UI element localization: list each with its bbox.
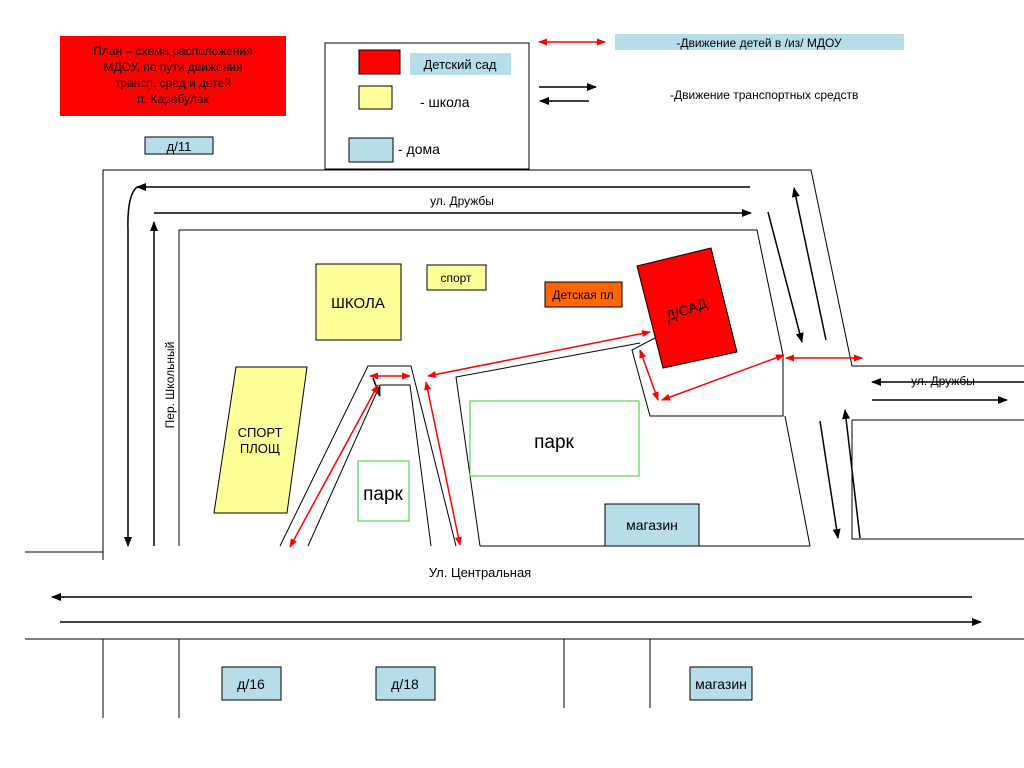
vehicle-movement-arrows [51,183,1024,626]
legend-vehicle-label: -Движение транспортных средств [670,88,858,102]
legend-kindergarten-label: Детский сад [423,57,496,72]
children-arrow-5 [639,349,659,401]
shop-1 [604,503,700,547]
park-large-label: парк [534,432,574,453]
street-outlines [25,169,1024,718]
house-d11-label: д/11 [167,139,192,154]
legend-children-label: -Движение детей в /из/ МДОУ [676,36,842,50]
children-arrow-2 [289,384,379,548]
kindergarten-building [636,247,738,369]
children-playground-label: Детская пл [552,288,613,302]
park-small-label: парк [363,484,403,505]
house-d16 [221,666,282,701]
sport-label: спорт [440,271,472,285]
vehicle-arrow-druzhby-north-1 [791,187,827,341]
school-label: ШКОЛА [331,295,385,312]
children-arrow-4 [427,330,651,378]
street-shkolny-label: Пер. Школьный [163,342,177,429]
vehicle-arrow-druzhby-north-2 [842,409,861,539]
children-movement-arrows [289,330,863,548]
street-druzhby-right-label: ул. Дружбы [911,374,975,388]
legend-children-label-box [615,34,904,50]
legend-kindergarten-label-box [410,53,511,75]
sport-building [426,264,487,291]
children-arrow-3 [424,381,462,546]
shop-2 [689,666,753,701]
shop-1-label: магазин [626,517,678,533]
sport-field-label-line-2: ПЛОЩ [240,441,280,456]
legend-kindergarten-swatch [358,49,401,75]
street-tsentralnaya-label: Ул. Центральная [429,565,531,580]
sport-field-label-line-1: СПОРТ [238,425,283,440]
house-d16-label: д/16 [237,676,265,692]
house-d18-label: д/18 [391,676,419,692]
title-line-1: План – схема расположения [93,44,253,58]
title-line-3: трансп. сред и детей [115,76,231,90]
children-arrow-6 [661,354,785,401]
title-line-2: МДОУ, по пути движения [103,60,242,74]
title-line-4: п. Карабулак [137,92,209,106]
house-d11 [144,136,214,155]
legend: Детский сад - школа - дома [324,42,530,170]
shop-2-label: магазин [695,676,747,692]
vehicle-arrow-shkolny-south [124,186,138,547]
house-d18 [375,666,436,701]
legend-school-label: - школа [420,94,470,110]
children-playground [544,281,623,308]
street-druzhby-top-label: ул. Дружбы [430,194,494,208]
vehicle-arrow-druzhby-south-1 [767,211,804,343]
vehicle-arrow-druzhby-south-2 [819,420,841,539]
legend-school-swatch [358,85,393,110]
school-building [315,263,402,341]
sport-field [213,366,308,514]
park-large [469,400,640,477]
map-title: План – схема расположения МДОУ, по пути … [60,36,286,116]
legend-houses-swatch [348,137,394,163]
legend-houses-label: - дома [398,141,440,157]
